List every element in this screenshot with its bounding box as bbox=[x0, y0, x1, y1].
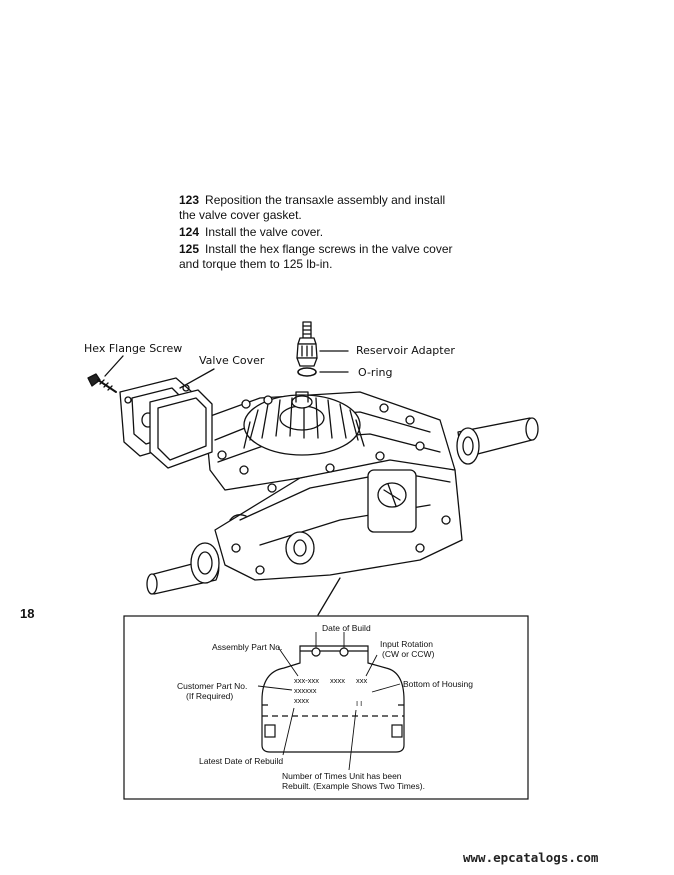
step-text: Install the hex flange screws in the val… bbox=[205, 242, 453, 256]
date-of-build-label: Date of Build bbox=[322, 623, 371, 633]
left-axle-shaft bbox=[146, 542, 220, 595]
times-rebuilt-label: Number of Times Unit has been bbox=[282, 771, 402, 781]
step-text-cont: the valve cover gasket. bbox=[179, 208, 302, 222]
o-ring bbox=[297, 367, 317, 377]
code-rebuild-date: xxxx bbox=[294, 696, 309, 705]
latest-date-rebuild-label: Latest Date of Rebuild bbox=[199, 756, 284, 766]
step-125: 125 Install the hex flange screws in the … bbox=[179, 242, 479, 272]
page-number: 18 bbox=[20, 606, 35, 621]
reservoir-adapter-label: Reservoir Adapter bbox=[356, 344, 455, 357]
reservoir-adapter bbox=[296, 321, 318, 367]
code-assembly-part: xxx-xxx bbox=[294, 676, 319, 685]
tally-marks: I I bbox=[356, 699, 363, 708]
code-date-build: xxxx bbox=[330, 676, 345, 685]
o-ring-label: O-ring bbox=[358, 366, 393, 379]
times-rebuilt-sub-label: Rebuilt. (Example Shows Two Times). bbox=[282, 781, 425, 791]
leader-hex-screw bbox=[104, 355, 124, 377]
step-number: 123 bbox=[179, 193, 200, 207]
instruction-steps: 123 Reposition the transaxle assembly and… bbox=[179, 193, 479, 274]
step-text: Install the valve cover. bbox=[205, 225, 324, 239]
housing-bottom-sketch bbox=[261, 645, 405, 753]
right-axle-shaft bbox=[456, 417, 539, 465]
assembly-part-no-label: Assembly Part No. bbox=[212, 642, 283, 652]
code-customer-part: xxxxxx bbox=[294, 686, 317, 695]
leader-to-inset bbox=[317, 577, 341, 616]
step-text: Reposition the transaxle assembly and in… bbox=[205, 193, 446, 207]
hex-flange-screw bbox=[87, 373, 117, 393]
customer-part-no-sub-label: (If Required) bbox=[186, 691, 234, 701]
hex-flange-screw-label: Hex Flange Screw bbox=[84, 342, 183, 355]
cooling-fan bbox=[243, 391, 365, 456]
code-rotation: xxx bbox=[356, 676, 368, 685]
leader-valve-cover bbox=[179, 368, 215, 389]
watermark: www.epcatalogs.com bbox=[463, 850, 599, 865]
valve-cover-gasket bbox=[149, 389, 213, 469]
customer-part-no-label: Customer Part No. bbox=[177, 681, 248, 691]
input-rotation-sub-label: (CW or CCW) bbox=[382, 649, 435, 659]
step-number: 125 bbox=[179, 242, 200, 256]
step-124: 124 Install the valve cover. bbox=[179, 225, 479, 240]
step-number: 124 bbox=[179, 225, 200, 239]
step-123: 123 Reposition the transaxle assembly and… bbox=[179, 193, 479, 223]
inset-box bbox=[123, 615, 529, 800]
bottom-of-housing-label: Bottom of Housing bbox=[403, 679, 473, 689]
valve-cover-label: Valve Cover bbox=[199, 354, 265, 367]
step-text-cont: and torque them to 125 lb-in. bbox=[179, 257, 333, 271]
inset-leaders bbox=[257, 632, 401, 771]
bolt-heads bbox=[217, 395, 451, 575]
input-rotation-label: Input Rotation bbox=[380, 639, 433, 649]
